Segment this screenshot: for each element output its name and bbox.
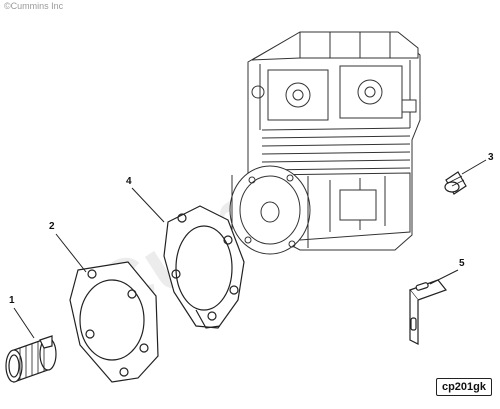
copyright-text: ©Cummins Inc <box>4 1 64 11</box>
callout-1: 1 <box>9 295 15 306</box>
leader-3 <box>461 159 487 175</box>
leader-1 <box>13 307 35 339</box>
figure-id-label: cp201gk <box>435 378 492 396</box>
leader-4 <box>131 187 165 223</box>
callout-5: 5 <box>459 258 465 269</box>
part-plug <box>444 171 467 195</box>
part-bracket <box>409 279 447 345</box>
callout-2: 2 <box>49 221 55 232</box>
air-compressor-drawing <box>229 31 421 255</box>
leader-5 <box>429 269 459 285</box>
leader-2 <box>55 233 87 273</box>
callouts: 1 2 3 4 5 <box>9 152 494 306</box>
part-coupling <box>5 335 57 383</box>
callout-4: 4 <box>126 176 132 187</box>
part-gasket-4 <box>163 205 245 329</box>
leader-lines <box>13 159 487 339</box>
callout-3: 3 <box>488 152 494 163</box>
part-gasket-2 <box>69 261 159 383</box>
